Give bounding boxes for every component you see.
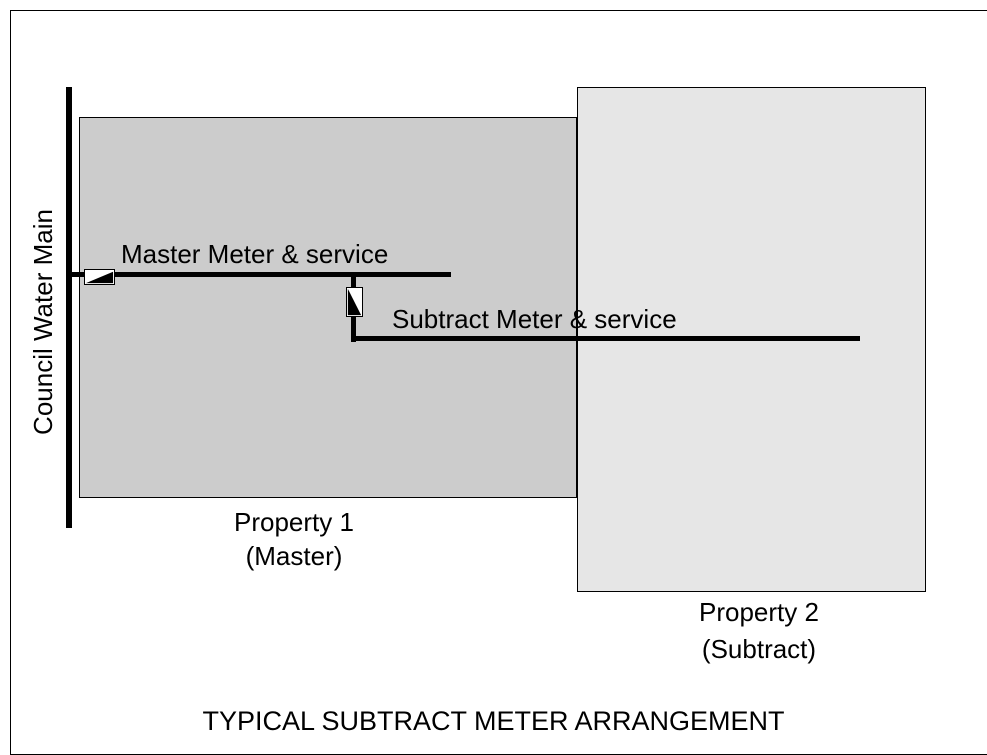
council-water-main-pipe: [66, 87, 72, 528]
master-service-pipe: [69, 272, 451, 277]
subtract-service-pipe: [351, 336, 860, 341]
subtract-service-label: Subtract Meter & service: [392, 304, 677, 334]
property-2-role: (Subtract): [701, 634, 817, 664]
property-1-role: (Master): [245, 541, 343, 571]
master-service-label: Master Meter & service: [121, 239, 389, 269]
property-1-boundary: [79, 117, 577, 498]
property-1-name: Property 1: [234, 507, 354, 537]
subtract-meter-icon: [346, 287, 363, 317]
council-water-main-label: Council Water Main: [28, 209, 58, 435]
property-2-name: Property 2: [699, 597, 819, 627]
master-meter-icon: [84, 269, 115, 285]
diagram-title: TYPICAL SUBTRACT METER ARRANGEMENT: [202, 706, 785, 736]
